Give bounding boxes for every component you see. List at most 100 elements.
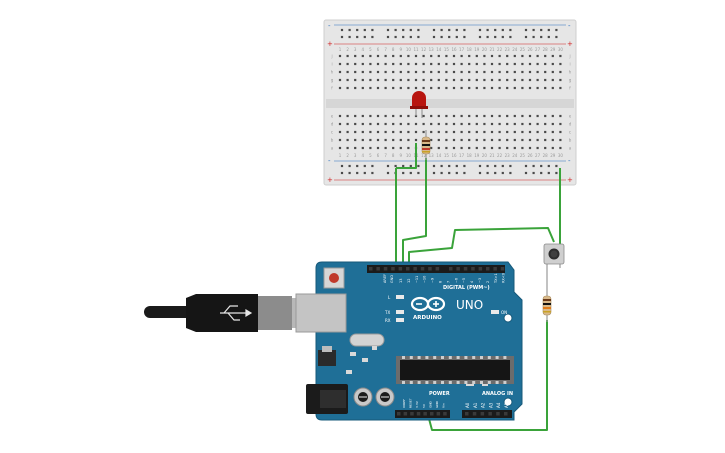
breadboard-hole[interactable] — [506, 54, 509, 58]
breadboard-hole[interactable] — [346, 54, 349, 58]
rail-hole[interactable] — [402, 35, 405, 39]
rail-hole[interactable] — [432, 35, 436, 39]
breadboard-hole[interactable] — [475, 114, 478, 118]
breadboard-hole[interactable] — [498, 122, 501, 126]
breadboard-hole[interactable] — [460, 138, 463, 142]
rail-hole[interactable] — [356, 35, 359, 39]
breadboard-hole[interactable] — [338, 78, 342, 82]
rail-hole[interactable] — [501, 35, 504, 39]
power-header[interactable] — [395, 410, 450, 418]
rail-hole[interactable] — [348, 171, 351, 175]
breadboard-hole[interactable] — [475, 122, 478, 126]
rail-hole[interactable] — [432, 171, 436, 175]
breadboard-hole[interactable] — [407, 146, 410, 150]
breadboard-hole[interactable] — [490, 114, 494, 118]
rail-hole[interactable] — [448, 164, 451, 168]
breadboard-hole[interactable] — [490, 86, 494, 90]
breadboard-hole[interactable] — [354, 54, 357, 58]
analog-pin-hole[interactable] — [488, 412, 492, 416]
breadboard-hole[interactable] — [392, 138, 395, 142]
rail-hole[interactable] — [417, 171, 420, 175]
breadboard-hole[interactable] — [445, 146, 448, 150]
breadboard-hole[interactable] — [506, 122, 509, 126]
rail-hole[interactable] — [440, 164, 443, 168]
breadboard-hole[interactable] — [376, 54, 380, 58]
breadboard-hole[interactable] — [559, 70, 562, 74]
rail-hole[interactable] — [494, 35, 497, 39]
breadboard-hole[interactable] — [437, 130, 440, 134]
power-pin-hole[interactable] — [403, 412, 408, 416]
rail-hole[interactable] — [532, 164, 535, 168]
breadboard-hole[interactable] — [445, 138, 448, 142]
breadboard-hole[interactable] — [369, 114, 372, 118]
breadboard-hole[interactable] — [392, 70, 395, 74]
breadboard-hole[interactable] — [399, 54, 402, 58]
breadboard-hole[interactable] — [490, 122, 494, 126]
breadboard-hole[interactable] — [475, 62, 478, 66]
digital-pin-hole[interactable] — [471, 267, 475, 271]
breadboard-hole[interactable] — [528, 62, 532, 66]
breadboard-hole[interactable] — [430, 54, 433, 58]
breadboard-hole[interactable] — [460, 62, 463, 66]
breadboard-hole[interactable] — [445, 54, 448, 58]
breadboard-hole[interactable] — [452, 146, 456, 150]
rail-hole[interactable] — [455, 35, 458, 39]
breadboard-hole[interactable] — [437, 54, 440, 58]
breadboard-hole[interactable] — [361, 130, 364, 134]
breadboard-hole[interactable] — [346, 62, 349, 66]
breadboard-hole[interactable] — [445, 86, 448, 90]
breadboard-hole[interactable] — [392, 54, 395, 58]
breadboard-hole[interactable] — [483, 130, 486, 134]
breadboard-hole[interactable] — [521, 78, 524, 82]
breadboard-hole[interactable] — [544, 62, 547, 66]
breadboard-hole[interactable] — [369, 130, 372, 134]
breadboard-hole[interactable] — [407, 86, 410, 90]
rail-hole[interactable] — [524, 28, 528, 32]
rail-hole[interactable] — [486, 164, 489, 168]
breadboard-hole[interactable] — [338, 70, 342, 74]
breadboard-hole[interactable] — [407, 114, 410, 118]
digital-pin-hole[interactable] — [500, 267, 505, 271]
power-pin-hole[interactable] — [443, 412, 447, 416]
rail-hole[interactable] — [463, 35, 466, 39]
analog-pin-hole[interactable] — [496, 412, 500, 416]
breadboard-hole[interactable] — [361, 114, 364, 118]
breadboard-hole[interactable] — [354, 70, 357, 74]
breadboard-hole[interactable] — [475, 130, 478, 134]
wire-pin12-to-button[interactable] — [408, 227, 555, 268]
rail-hole[interactable] — [486, 171, 489, 175]
breadboard-hole[interactable] — [521, 114, 524, 118]
digital-pin-holes[interactable] — [369, 267, 505, 271]
breadboard-hole[interactable] — [483, 146, 486, 150]
breadboard-hole[interactable] — [369, 70, 372, 74]
breadboard-hole[interactable] — [506, 62, 509, 66]
breadboard-hole[interactable] — [407, 70, 410, 74]
breadboard-hole[interactable] — [338, 54, 342, 58]
breadboard-hole[interactable] — [551, 122, 554, 126]
breadboard-hole[interactable] — [430, 78, 433, 82]
breadboard-hole[interactable] — [376, 114, 380, 118]
breadboard-hole[interactable] — [452, 70, 456, 74]
rail-hole[interactable] — [432, 164, 436, 168]
breadboard-hole[interactable] — [338, 114, 342, 118]
power-pin-hole[interactable] — [416, 412, 421, 416]
breadboard-hole[interactable] — [369, 138, 372, 142]
breadboard-hole[interactable] — [468, 122, 471, 126]
breadboard-hole[interactable] — [346, 86, 349, 90]
rail-hole[interactable] — [417, 28, 420, 32]
breadboard-hole[interactable] — [437, 138, 440, 142]
breadboard-hole[interactable] — [376, 86, 380, 90]
breadboard-hole[interactable] — [475, 70, 478, 74]
breadboard-hole[interactable] — [460, 130, 463, 134]
breadboard-hole[interactable] — [361, 54, 364, 58]
breadboard-hole[interactable] — [407, 62, 410, 66]
breadboard-hole[interactable] — [392, 130, 395, 134]
power-pin-hole[interactable] — [436, 412, 441, 416]
breadboard-hole[interactable] — [452, 114, 456, 118]
breadboard-hole[interactable] — [369, 54, 372, 58]
breadboard-hole[interactable] — [536, 54, 539, 58]
rail-hole[interactable] — [501, 171, 504, 175]
breadboard-hole[interactable] — [551, 78, 554, 82]
push-button[interactable] — [543, 243, 565, 268]
breadboard-hole[interactable] — [475, 86, 478, 90]
